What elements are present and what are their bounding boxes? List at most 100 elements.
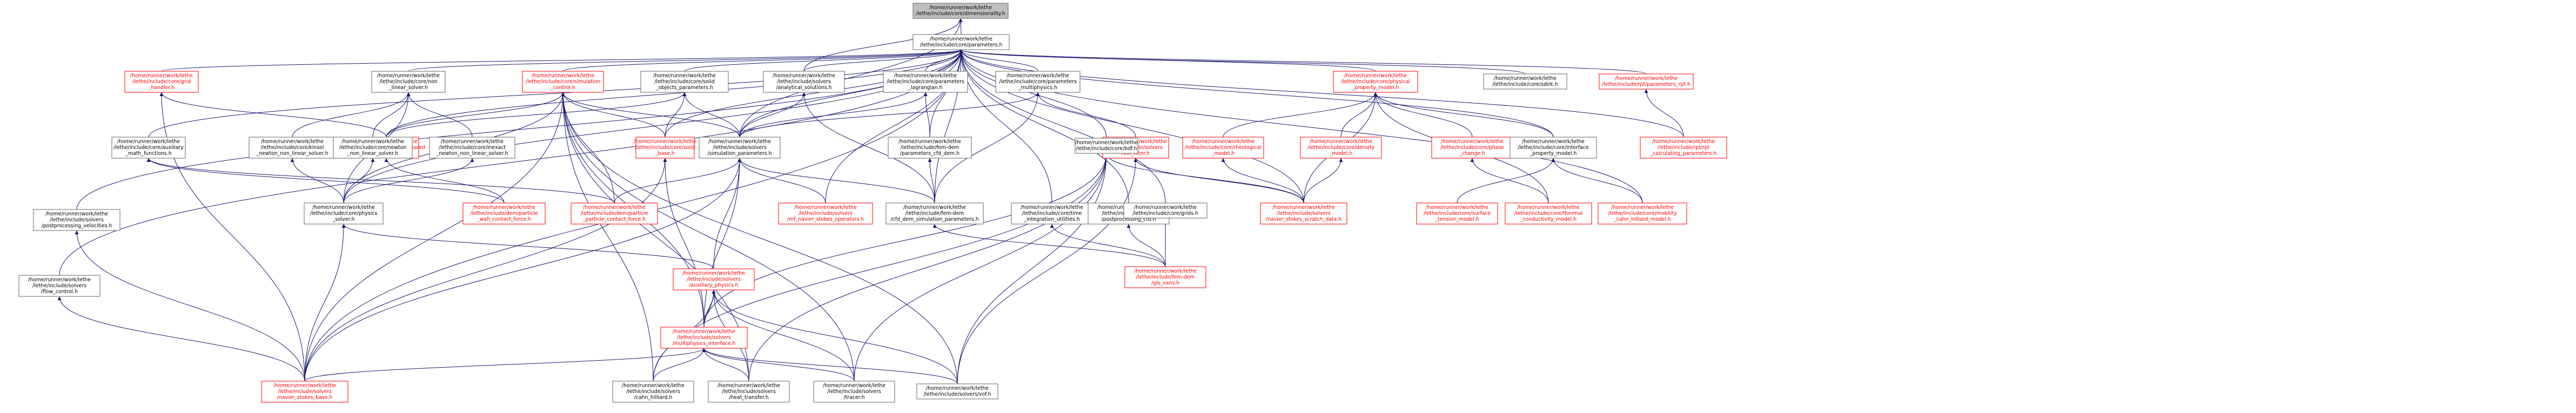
- file-node-ns-scratch[interactable]: /home/runner/work/lethe/lethe/include/so…: [1260, 202, 1347, 225]
- file-node-tracer[interactable]: /home/runner/work/lethe/lethe/include/so…: [813, 381, 895, 403]
- file-node-ns-base[interactable]: /home/runner/work/lethe/lethe/include/so…: [261, 381, 348, 403]
- file-node-label: /lethe/include/core/density: [1307, 145, 1374, 151]
- file-node-postproc-vel[interactable]: /home/runner/work/lethe/lethe/include/so…: [33, 209, 120, 231]
- include-edge: [684, 49, 963, 72]
- file-node-grids[interactable]: /home/runner/work/lethe/lethe/include/co…: [1123, 202, 1208, 219]
- file-node-box: [612, 381, 694, 403]
- file-node-sdirk[interactable]: /home/runner/work/lethe/lethe/include/co…: [1483, 73, 1567, 90]
- file-node-label: _math_functions.h: [125, 151, 171, 157]
- file-node-aux-physics[interactable]: /home/runner/work/lethe/lethe/include/so…: [673, 268, 755, 290]
- file-node-cahn[interactable]: /home/runner/work/lethe/lethe/include/so…: [612, 381, 694, 403]
- file-node-lagrangian[interactable]: /home/runner/work/lethe/lethe/include/co…: [883, 71, 968, 93]
- include-edge: [703, 158, 742, 328]
- file-node-sim-params[interactable]: /home/runner/work/lethe/lethe/include/so…: [699, 137, 781, 159]
- file-node-box: [813, 381, 895, 403]
- file-node-solid-base[interactable]: /home/runner/work/lethe/lethe/include/co…: [634, 137, 696, 159]
- file-node-dim[interactable]: /home/runner/work/lethe/lethe/include/co…: [913, 3, 1009, 19]
- include-edge: [803, 49, 963, 72]
- file-node-box: [640, 71, 729, 93]
- file-node-label: _multiphysics.h: [1018, 85, 1057, 91]
- include-edge: [304, 92, 565, 382]
- file-node-box: [699, 137, 781, 159]
- include-edge: [561, 92, 666, 138]
- file-node-label: /lethe/include/core/rheological: [1185, 145, 1261, 151]
- file-node-label: /navier_stokes_scratch_data.h: [1266, 216, 1341, 222]
- file-node-cfd-dem-params[interactable]: /home/runner/work/lethe/lethe/include/fe…: [888, 137, 972, 159]
- file-node-mobility[interactable]: /home/runner/work/lethe/lethe/include/co…: [1598, 202, 1687, 225]
- file-node-interface-prop[interactable]: /home/runner/work/lethe/lethe/include/co…: [1510, 137, 1597, 159]
- file-node-kinsol[interactable]: /home/runner/work/lethe/lethe/include/co…: [249, 137, 336, 159]
- include-edge: [682, 92, 740, 138]
- include-edge: [959, 49, 1554, 138]
- file-node-newton[interactable]: /home/runner/work/lethe/lethe/include/co…: [333, 137, 413, 159]
- file-node-solid-obj[interactable]: /home/runner/work/lethe/lethe/include/co…: [640, 71, 729, 93]
- file-node-inexact[interactable]: /home/runner/work/lethe/lethe/include/co…: [429, 137, 515, 159]
- file-node-bdf[interactable]: /home/runner/work/lethe/lethe/include/co…: [1075, 138, 1138, 154]
- file-node-label: /lethe/include/core/grid: [132, 79, 191, 85]
- file-node-box: [635, 137, 695, 159]
- include-edge: [739, 92, 1040, 138]
- file-node-physprop[interactable]: /home/runner/work/lethe/lethe/include/co…: [1333, 71, 1418, 93]
- include-edge: [386, 92, 687, 138]
- include-edge: [712, 289, 855, 382]
- file-node-surface-tension[interactable]: /home/runner/work/lethe/lethe/include/co…: [1416, 202, 1498, 225]
- file-node-time-integ[interactable]: /home/runner/work/lethe/lethe/include/co…: [1011, 202, 1093, 225]
- file-node-cfd-dem-sim[interactable]: /home/runner/work/lethe/lethe/include/fe…: [886, 202, 984, 225]
- include-edge: [703, 153, 1109, 328]
- file-node-heat[interactable]: /home/runner/work/lethe/lethe/include/so…: [708, 381, 790, 403]
- file-node-box: [462, 202, 546, 225]
- file-node-label: /lethe/include/solvers: [278, 389, 332, 395]
- file-node-box: [1123, 202, 1208, 219]
- file-node-thermal-cond[interactable]: /home/runner/work/lethe/lethe/include/co…: [1505, 202, 1592, 225]
- file-node-params[interactable]: /home/runner/work/lethe/lethe/include/co…: [913, 34, 1010, 50]
- file-node-rpt-calc[interactable]: /home/runner/work/lethe/lethe/include/rp…: [1640, 137, 1727, 159]
- file-node-gls-vans[interactable]: /home/runner/work/lethe/lethe/include/fe…: [1124, 266, 1206, 288]
- file-node-vof[interactable]: /home/runner/work/lethe/lethe/include/so…: [916, 383, 998, 400]
- include-edge: [159, 92, 387, 138]
- file-node-sim-control[interactable]: /home/runner/work/lethe/lethe/include/co…: [522, 71, 604, 93]
- include-edge: [148, 49, 963, 138]
- file-node-label: /postprocessing_cfd.h: [1101, 216, 1156, 222]
- file-node-box: [1333, 71, 1418, 93]
- file-node-label: /home/runner/work/lethe: [823, 383, 886, 389]
- include-edge: [702, 348, 749, 382]
- include-edge: [161, 49, 963, 72]
- dependency-edges: [57, 18, 1684, 384]
- file-node-phys-solver[interactable]: /home/runner/work/lethe/lethe/include/co…: [304, 202, 384, 225]
- file-node-label: /home/runner/work/lethe: [1272, 205, 1335, 211]
- include-edge: [739, 49, 963, 138]
- file-node-label: /lethe/include/core/kinsol: [261, 145, 324, 151]
- include-edge: [929, 49, 963, 138]
- file-node-box: [1182, 137, 1264, 159]
- file-node-label: /home/runner/work/lethe: [1344, 73, 1407, 79]
- file-node-rheo[interactable]: /home/runner/work/lethe/lethe/include/co…: [1182, 137, 1264, 159]
- include-edge: [146, 158, 505, 204]
- file-node-mp-interface[interactable]: /home/runner/work/lethe/lethe/include/so…: [660, 327, 748, 349]
- file-node-density[interactable]: /home/runner/work/lethe/lethe/include/co…: [1300, 137, 1382, 159]
- include-edge: [739, 92, 806, 138]
- file-node-label: /home/runner/work/lethe: [1494, 76, 1557, 82]
- file-node-aux-math[interactable]: /home/runner/work/lethe/lethe/include/co…: [111, 137, 186, 159]
- file-node-analytical[interactable]: /home/runner/work/lethe/lethe/include/so…: [763, 71, 845, 93]
- file-node-rpt-params[interactable]: /home/runner/work/lethe/lethe/include/rp…: [1599, 73, 1694, 90]
- file-node-label: /home/runner/work/lethe: [1021, 205, 1083, 211]
- file-node-label: /mf_navier_stokes_operators.h: [787, 216, 864, 222]
- file-node-nonlinear[interactable]: /home/runner/work/lethe/lethe/include/co…: [371, 71, 446, 93]
- file-node-label: /simulation_parameters.h: [707, 151, 772, 157]
- file-node-label: /lethe/include/fem-dem: [905, 211, 964, 216]
- file-node-label: /lethe/include/core/time: [1022, 211, 1082, 216]
- include-edge: [959, 49, 1107, 139]
- include-edge: [802, 92, 935, 204]
- file-node-dem-pp[interactable]: /home/runner/work/lethe/lethe/include/de…: [571, 202, 658, 225]
- file-node-multiphysics-p[interactable]: /home/runner/work/lethe/lethe/include/co…: [995, 71, 1081, 93]
- file-node-label: _control.h: [550, 85, 575, 91]
- include-edge: [665, 92, 687, 138]
- file-node-phase-change[interactable]: /home/runner/work/lethe/lethe/include/co…: [1431, 137, 1513, 159]
- file-node-mf-ns[interactable]: /home/runner/work/lethe/lethe/include/so…: [778, 202, 873, 225]
- file-node-dem-wall[interactable]: /home/runner/work/lethe/lethe/include/de…: [462, 202, 546, 225]
- include-edge: [1104, 153, 1304, 204]
- file-node-box: [18, 275, 100, 297]
- file-node-grid-handler[interactable]: /home/runner/work/lethe/lethe/include/co…: [124, 71, 199, 93]
- include-edge: [1036, 92, 1136, 138]
- file-node-flow-control[interactable]: /home/runner/work/lethe/lethe/include/so…: [18, 275, 100, 297]
